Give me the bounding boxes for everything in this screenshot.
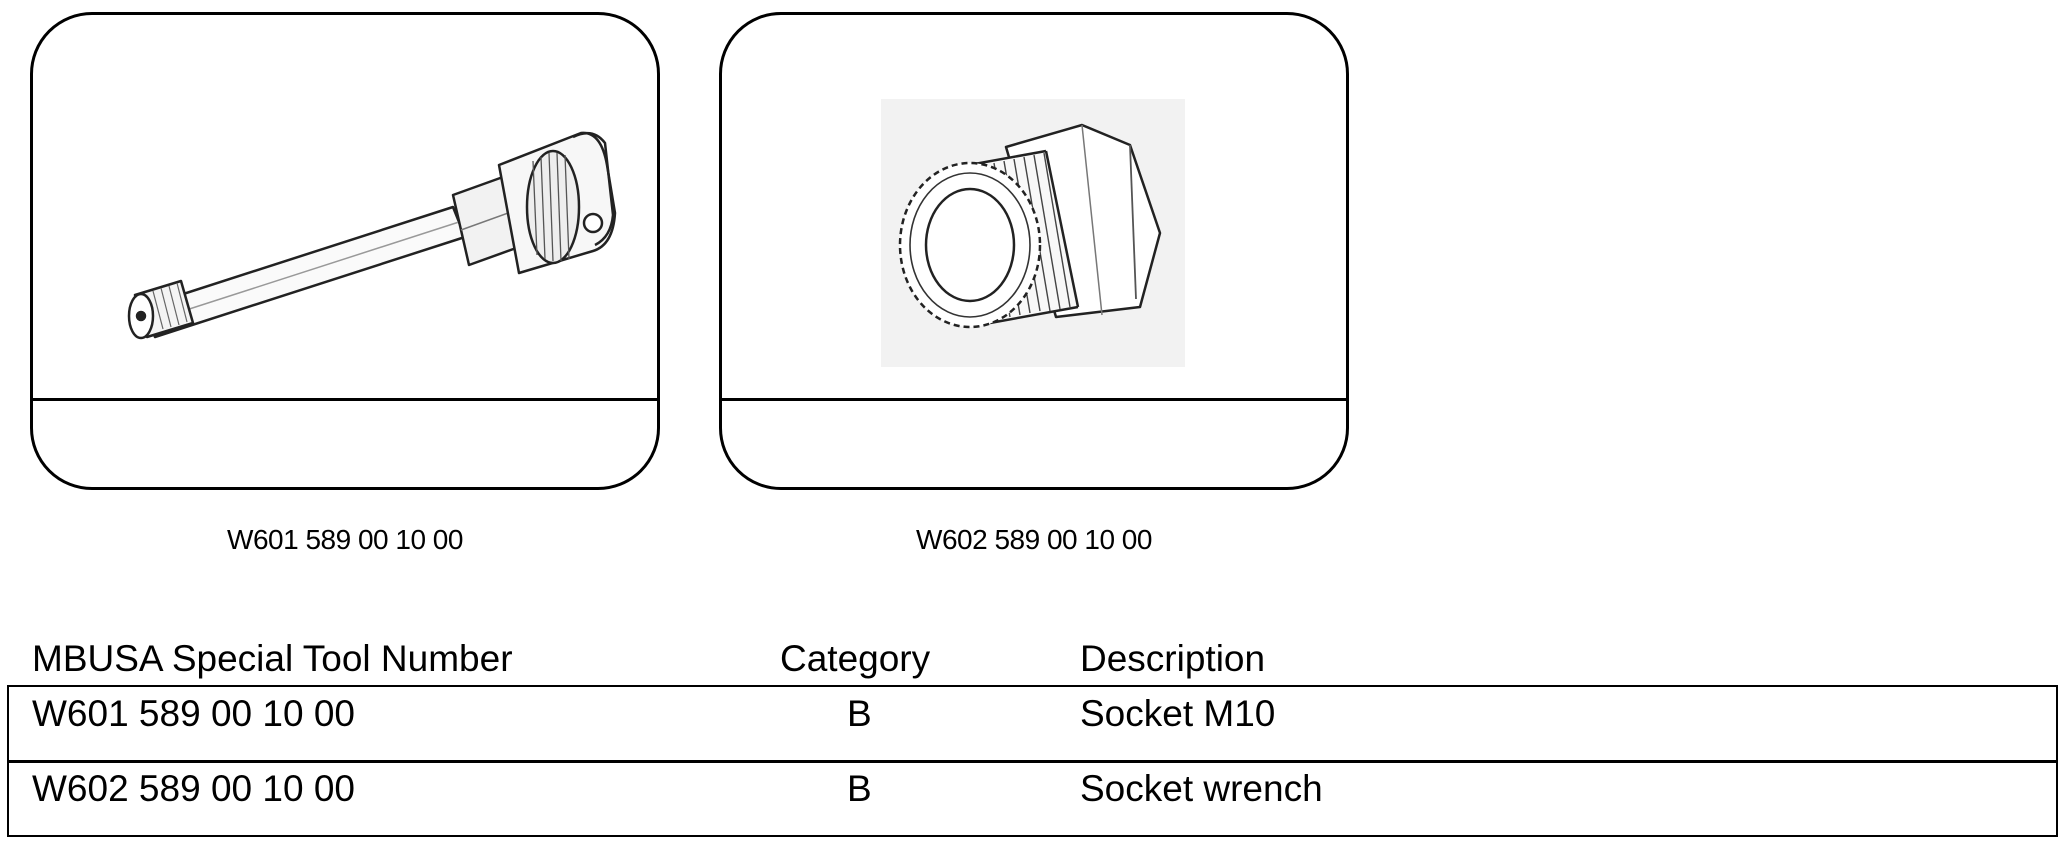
tool-image-area-1: [33, 15, 657, 401]
tool-card-2: [719, 12, 1349, 490]
splined-socket-icon: [881, 99, 1185, 367]
tool-card-1: [30, 12, 660, 490]
cell-description: Socket M10: [1080, 693, 1276, 734]
socket-extension-icon: [127, 131, 617, 340]
cell-tool-number: W602 589 00 10 00: [32, 768, 355, 809]
table-row: W602 589 00 10 00 B Socket wrench: [9, 762, 2056, 838]
cell-description: Socket wrench: [1080, 768, 1323, 809]
cell-category: B: [847, 693, 872, 734]
column-header-description: Description: [1080, 638, 1266, 679]
table-row: W601 589 00 10 00 B Socket M10: [9, 687, 2056, 763]
special-tool-table: W601 589 00 10 00 B Socket M10 W602 589 …: [7, 685, 2058, 837]
column-header-tool-number: MBUSA Special Tool Number: [32, 638, 513, 679]
cell-tool-number: W601 589 00 10 00: [32, 693, 355, 734]
tool-caption-1: W601 589 00 10 00: [227, 524, 463, 555]
tool-image-area-2: [722, 15, 1346, 401]
column-header-category: Category: [780, 638, 931, 679]
tool-caption-2: W602 589 00 10 00: [916, 524, 1152, 555]
cell-category: B: [847, 768, 872, 809]
